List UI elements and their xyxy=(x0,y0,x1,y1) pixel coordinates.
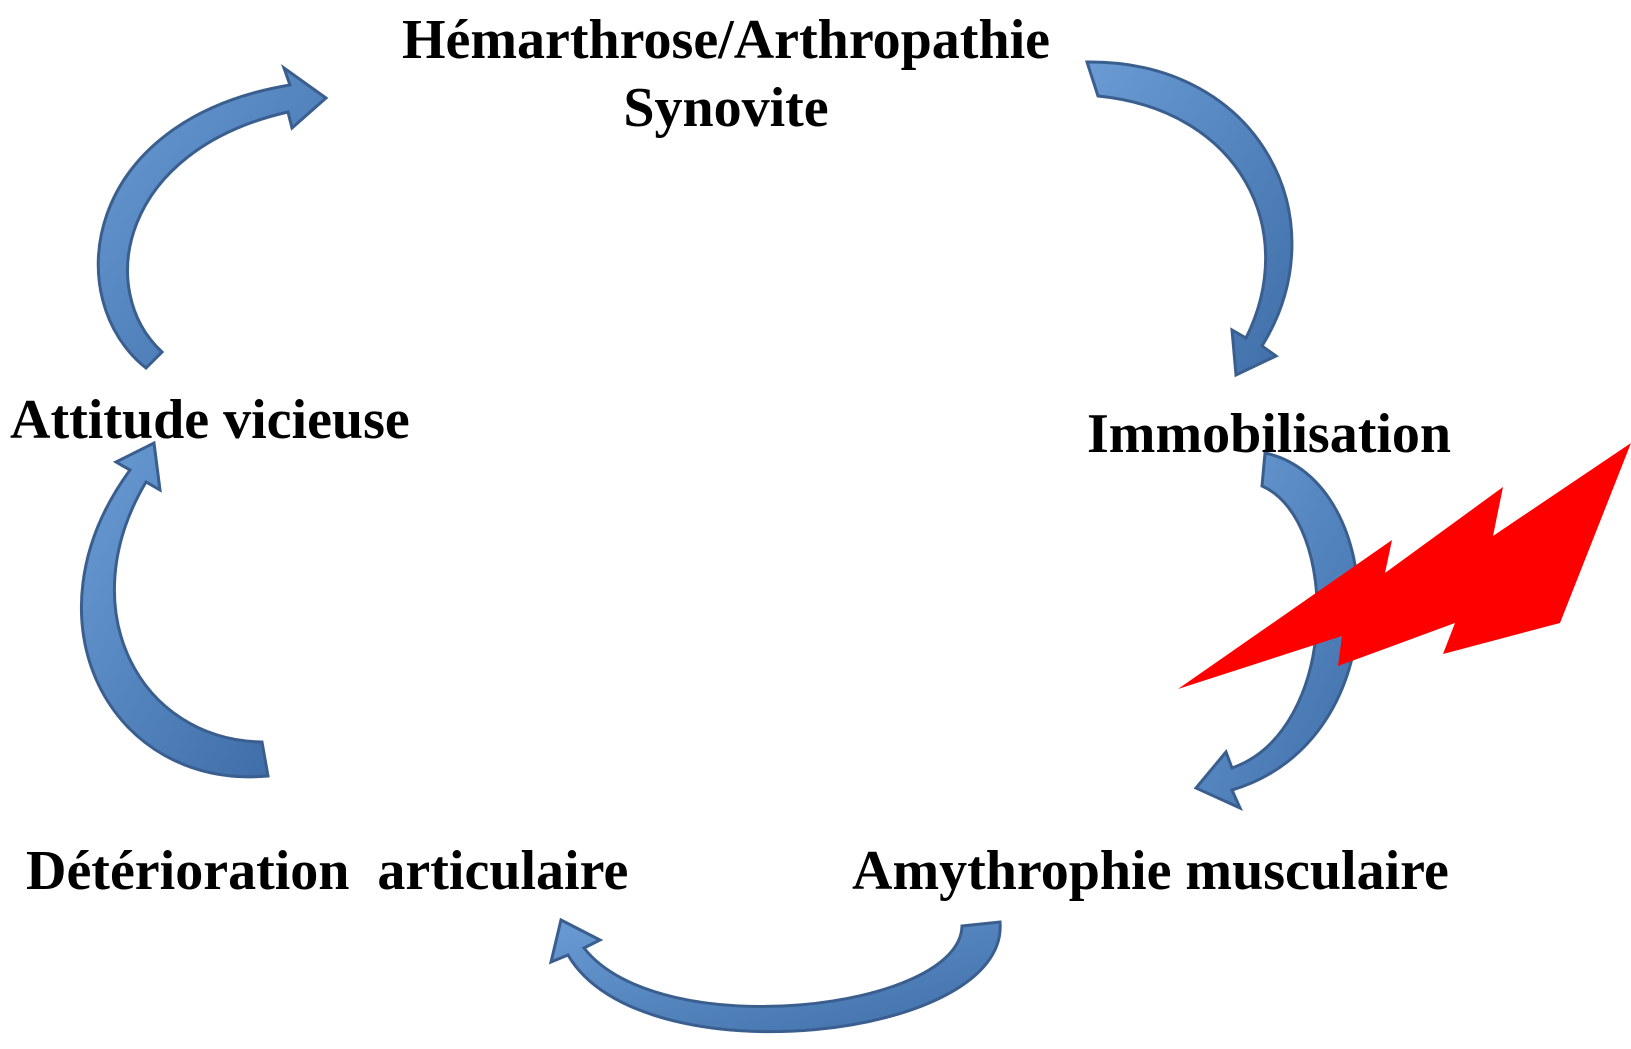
arrow-left-to-top xyxy=(96,64,329,371)
node-immobilisation: Immobilisation xyxy=(1087,403,1452,465)
node-hemarthrose: Hémarthrose/Arthropathie Synovite xyxy=(356,12,1096,136)
node-attitude-vicieuse: Attitude vicieuse xyxy=(10,389,410,451)
arrow-top-to-right xyxy=(1084,60,1294,378)
arrow-bottomright-to-bottomleft xyxy=(548,917,1002,1034)
lightning-bolt-icon xyxy=(1178,443,1631,689)
node-amythrophie: Amythrophie musculaire xyxy=(852,840,1449,902)
arrow-bottomleft-to-left xyxy=(80,440,270,779)
node-deterioration: Détérioration articulaire xyxy=(26,840,629,902)
node-hemarthrose-line2: Synovite xyxy=(623,77,829,139)
arrow-right-to-bottomright xyxy=(1193,451,1360,811)
node-hemarthrose-line1: Hémarthrose/Arthropathie xyxy=(401,9,1051,71)
